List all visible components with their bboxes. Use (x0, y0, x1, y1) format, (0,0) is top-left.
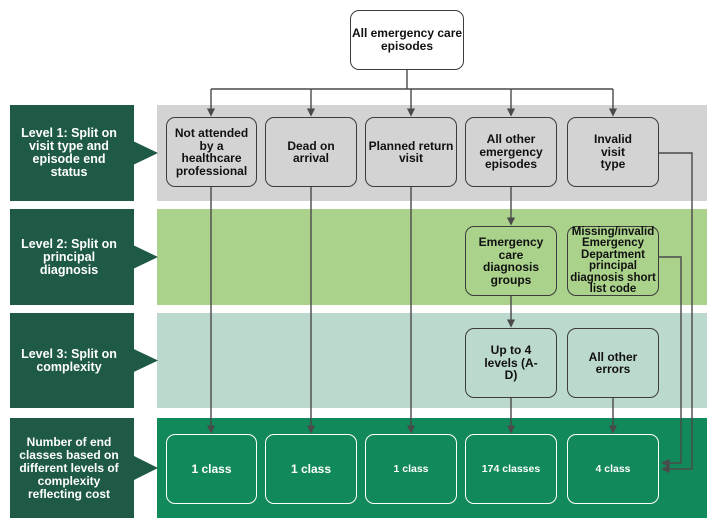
end-class-invalid: 4 class (567, 434, 659, 504)
node-diagnosis-groups: Emergency care diagnosis groups (465, 226, 557, 296)
root-node: All emergency care episodes (350, 10, 464, 70)
node-dead-on-arrival: Dead on arrival (265, 117, 357, 187)
node-up-to-4-levels: Up to 4 levels (A-D) (465, 328, 557, 398)
end-class-not-attended: 1 class (166, 434, 257, 504)
node-missing-diagnosis: Missing/invalid Emergency Department pri… (567, 226, 659, 296)
node-all-other-errors: All other errors (567, 328, 659, 398)
node-planned-return-visit: Planned return visit (365, 117, 457, 187)
level-4-label: Number of end classes based on different… (10, 418, 158, 518)
node-all-other-episodes: All other emergency episodes (465, 117, 557, 187)
end-class-dead-on-arrival: 1 class (265, 434, 357, 504)
level-2-label: Level 2: Split on principal diagnosis (10, 209, 158, 305)
node-not-attended: Not attended by a healthcare professiona… (166, 117, 257, 187)
end-class-planned-return: 1 class (365, 434, 457, 504)
end-class-all-other: 174 classes (465, 434, 557, 504)
level-1-label: Level 1: Split on visit type and episode… (10, 105, 158, 201)
node-invalid-visit-type: Invalid visit type (567, 117, 659, 187)
level-3-label: Level 3: Split on complexity (10, 313, 158, 408)
